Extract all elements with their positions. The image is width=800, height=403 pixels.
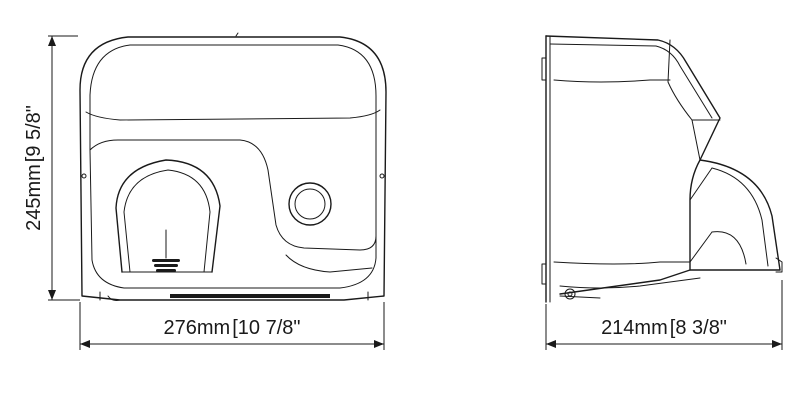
vent-slot bbox=[154, 264, 178, 267]
vent-slot bbox=[156, 269, 176, 272]
dimension-width bbox=[79, 302, 385, 350]
height-label: 245mm[9 5/8" bbox=[23, 105, 45, 231]
dimension-height bbox=[48, 35, 80, 301]
side-view bbox=[541, 35, 783, 303]
base-grille bbox=[170, 294, 330, 298]
vent-slot bbox=[152, 259, 180, 262]
front-view bbox=[79, 32, 387, 301]
width-label: 276mm[10 7/8" bbox=[164, 317, 301, 339]
dimension-depth bbox=[545, 280, 783, 350]
depth-label: 214mm[8 3/8" bbox=[601, 317, 727, 339]
push-button bbox=[288, 182, 332, 226]
